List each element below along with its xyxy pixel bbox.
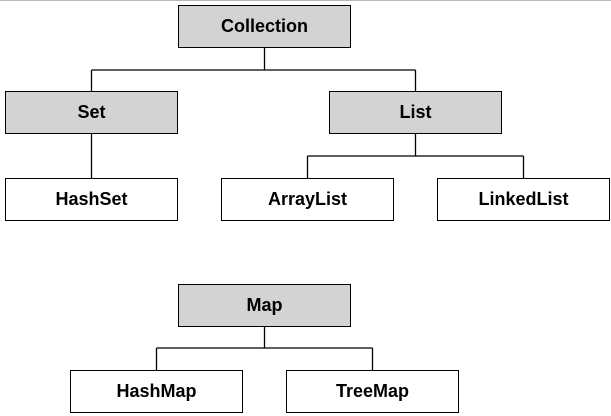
node-linkedlist-label: LinkedList [478,189,569,209]
node-treemap: TreeMap [286,370,459,413]
node-list-label: List [399,102,432,122]
node-linkedlist: LinkedList [437,178,610,221]
node-arraylist-label: ArrayList [267,189,348,209]
node-collection: Collection [178,5,351,48]
node-hashmap: HashMap [70,370,243,413]
node-treemap-label: TreeMap [335,381,410,401]
node-hashset: HashSet [5,178,178,221]
node-set-label: Set [77,102,106,122]
node-list: List [329,91,502,134]
node-collection-label: Collection [220,16,308,36]
node-hashmap-label: HashMap [116,381,197,401]
node-map-label: Map [246,295,283,315]
node-map: Map [178,284,351,327]
node-set: Set [5,91,178,134]
node-arraylist: ArrayList [221,178,394,221]
top-divider [0,0,611,1]
node-hashset-label: HashSet [55,189,128,209]
